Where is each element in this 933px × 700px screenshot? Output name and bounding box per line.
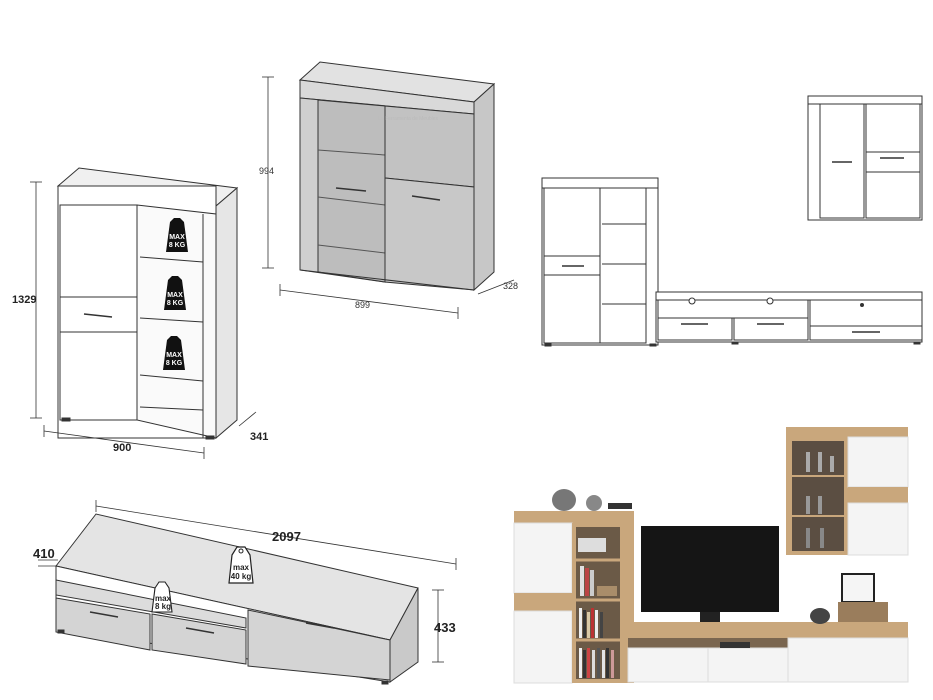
svg-text:MAX: MAX <box>167 292 183 299</box>
highboard-height-label: 1329 <box>12 294 36 306</box>
shelf-max-load-weight-icon: max 8 kg <box>151 581 173 613</box>
tv-bench-height-label: 433 <box>434 620 456 635</box>
max-load-weight-icon: MAX 8 KG <box>164 276 186 310</box>
tv-bench-depth-label: 410 <box>33 546 55 561</box>
svg-text:40 kg: 40 kg <box>231 572 252 581</box>
max-load-weight-icon: MAX 8 KG <box>166 218 188 252</box>
highboard-width-label: 900 <box>113 442 131 454</box>
highboard-depth-label: 341 <box>250 431 268 443</box>
highboard-dimensions <box>30 181 257 459</box>
vitrine-width-label: 899 <box>355 300 370 310</box>
max-load-weight-icon: MAX 8 KG <box>163 336 185 370</box>
assembled-wall-unit-photo <box>513 427 909 684</box>
vitrine-drawing <box>298 61 496 292</box>
wall-unit-front-elevation <box>541 95 923 347</box>
svg-text:MAX: MAX <box>169 234 185 241</box>
tv-bench-drawing <box>55 513 419 685</box>
svg-text:max: max <box>233 563 250 572</box>
top-max-load-weight-icon: max 40 kg <box>228 546 254 584</box>
svg-text:max: max <box>155 594 172 603</box>
vitrine-dimensions <box>262 76 515 319</box>
vitrine-watermark: La Ferramenta de Meubles <box>378 116 439 122</box>
svg-text:MAX: MAX <box>166 352 182 359</box>
tv-bench-dimensions <box>38 500 457 663</box>
svg-text:8 KG: 8 KG <box>167 300 184 307</box>
highboard-drawing <box>56 167 239 440</box>
tv-bench-length-label: 2097 <box>272 529 301 544</box>
vitrine-height-label: 994 <box>259 166 274 176</box>
vitrine-depth-label: 328 <box>503 281 518 291</box>
svg-text:8 KG: 8 KG <box>169 242 186 249</box>
svg-text:8 kg: 8 kg <box>155 602 171 611</box>
svg-text:8 KG: 8 KG <box>166 360 183 367</box>
